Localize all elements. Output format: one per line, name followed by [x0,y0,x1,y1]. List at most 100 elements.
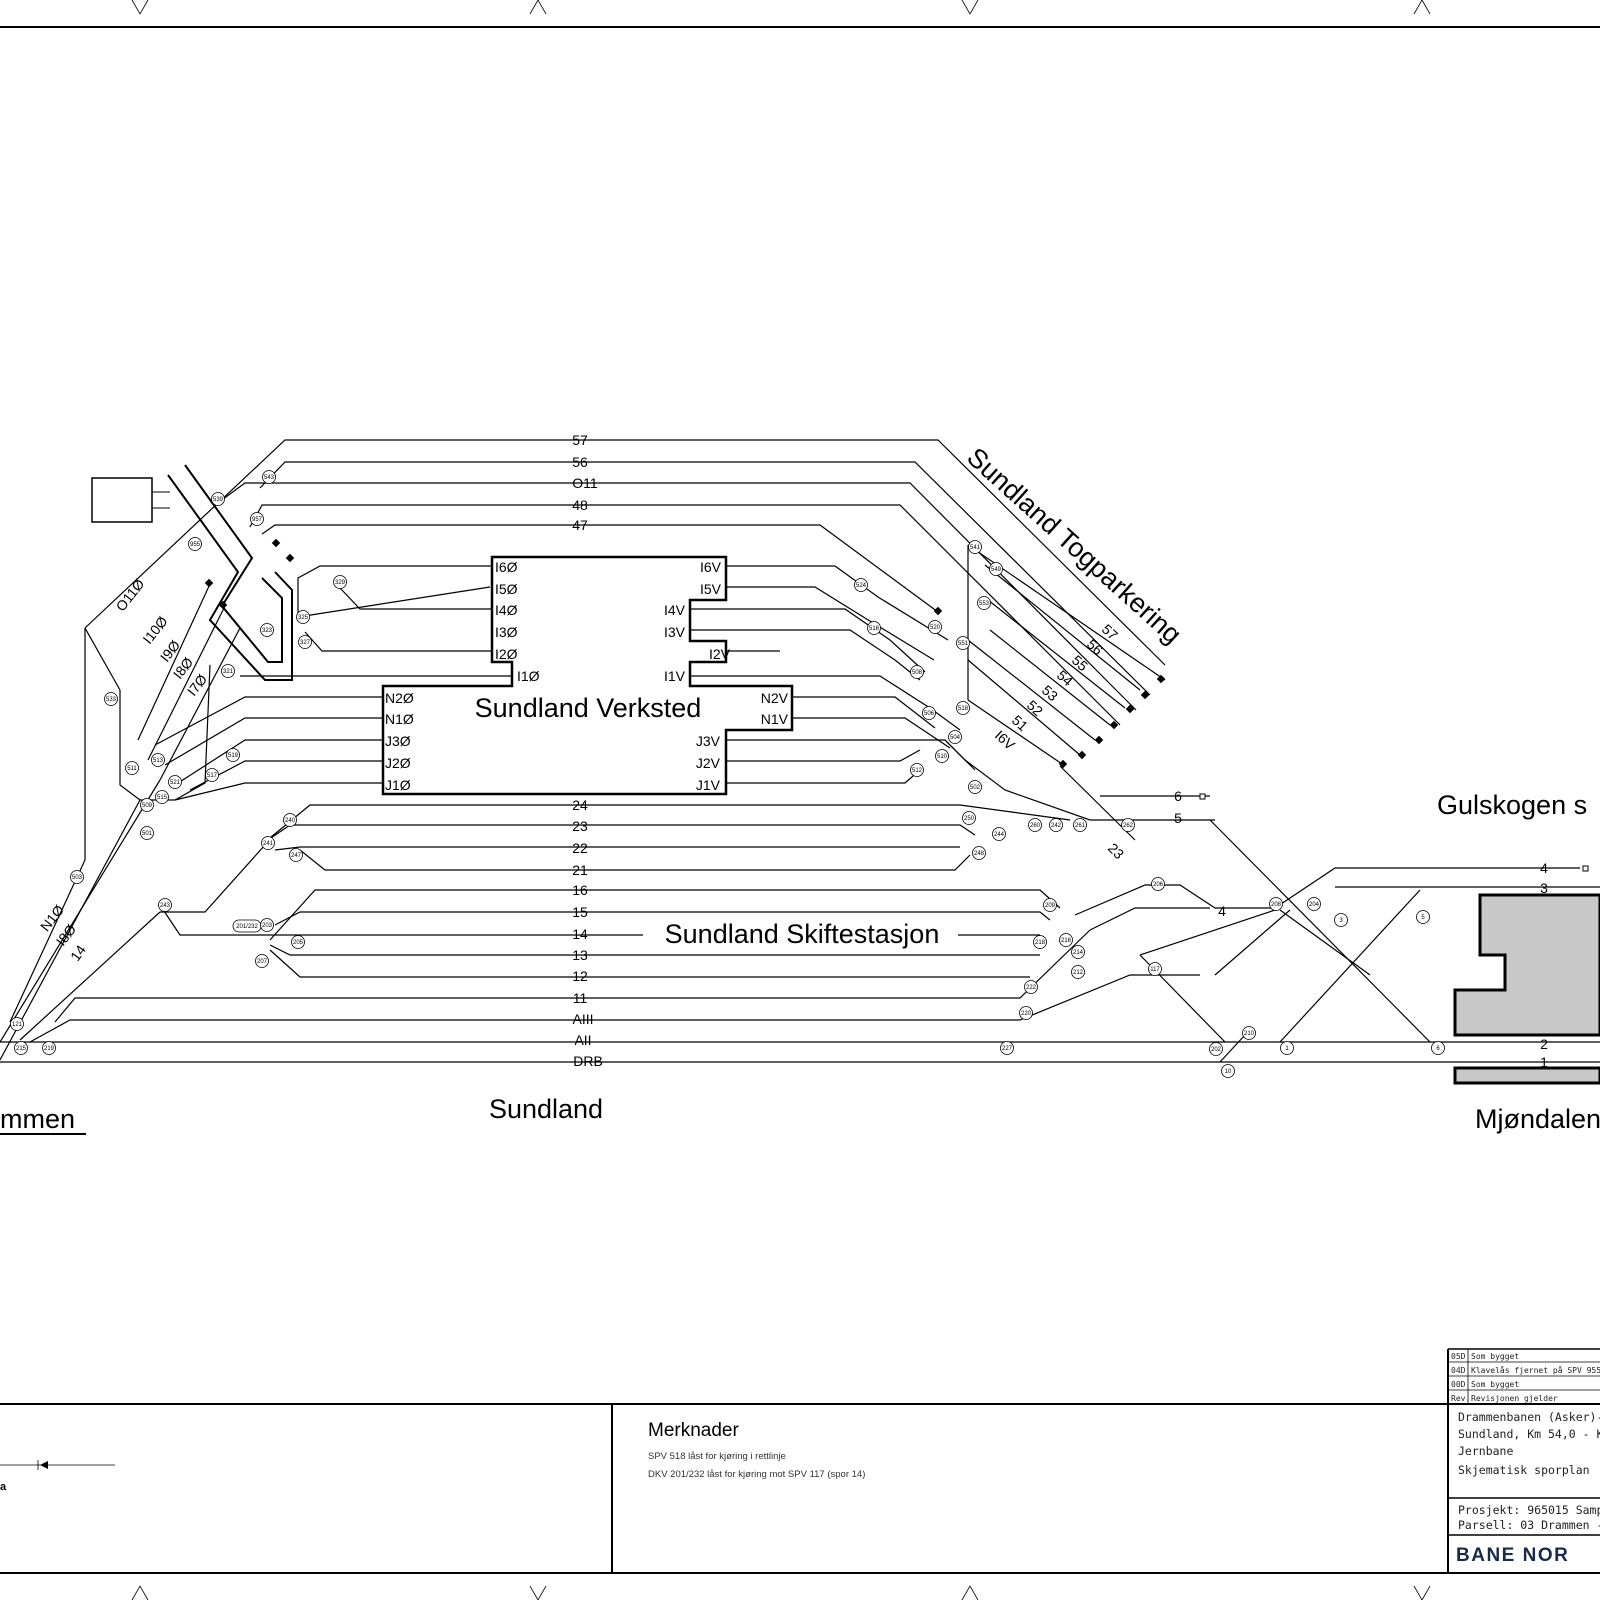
rev-3-id: 00D [1451,1380,1466,1389]
switch-label: 205 [293,940,304,946]
switch-label: 215 [16,1046,27,1052]
track-label-23-diag: 23 [1105,840,1127,862]
track-label-57: 57 [572,432,588,448]
switch-521: 521 [168,775,182,789]
switch-label: 516 [869,626,880,632]
title-block: 05D Som bygget 04D Klavelås fjernet på S… [0,1348,1600,1573]
switch-3: 3 [1334,913,1348,927]
switch-label: 220 [1021,1011,1032,1017]
switch-label: 121 [12,1022,23,1028]
switch-label: 262 [1123,823,1134,829]
switch-1: 1 [1280,1041,1294,1055]
label-p52: 52 [1024,697,1046,719]
switch-label: 524 [856,583,867,589]
switch-label: 541 [970,545,981,551]
switch-label: 3 [1339,918,1343,924]
switch-label: 260 [1030,823,1041,829]
switch-label: 214 [1073,950,1084,956]
switch-551: 551 [956,636,970,650]
switch-501: 501 [140,826,154,840]
switch-label: 204 [1309,902,1320,908]
switch-240: 240 [283,813,297,827]
label-p51: 51 [1009,712,1031,734]
switch-541: 541 [968,540,982,554]
switch-519: 519 [226,748,240,762]
tb-line4: Skjematisk sporplan [1458,1463,1590,1477]
switch-241: 241 [261,836,275,850]
track-label-14: 14 [572,926,588,942]
switch-6: 6 [1431,1041,1445,1055]
switch-label: 209 [1045,903,1056,909]
switch-513: 513 [151,753,165,767]
switch-325: 325 [296,610,310,624]
label-i6o: I6Ø [495,559,518,575]
switch-label: 5 [1421,915,1425,921]
switch-955: 955 [188,537,202,551]
switch-201-232: 201/232 [232,919,262,933]
switch-label: 501 [142,831,153,837]
switch-524: 524 [854,578,868,592]
switch-label: 502 [970,785,981,791]
switch-label: 219 [44,1046,55,1052]
switch-262: 262 [1121,818,1135,832]
switch-218: 218 [1033,935,1047,949]
verksted-track-labels: I6Ø I5Ø I4Ø I3Ø I2Ø I1Ø N2Ø N1Ø J3Ø J2Ø … [385,559,789,793]
switch-label: 518 [958,706,969,712]
switch-label: 218 [1035,940,1046,946]
rev-1-id: 05D [1451,1352,1466,1361]
switch-label: 227 [1002,1046,1013,1052]
track-label-12: 12 [572,968,588,984]
switch-label: 955 [190,542,201,548]
track-labels: 57 56 O11 48 47 24 23 22 21 16 15 14 13 … [67,432,1548,1070]
switch-label: 510 [937,754,948,760]
label-p53: 53 [1039,682,1061,704]
label-i1v: I1V [664,668,686,684]
track-label-1: 1 [1540,1054,1548,1070]
label-i2o: I2Ø [495,646,518,662]
switch-label: 206 [1153,882,1164,888]
tb-project: Prosjekt: 965015 Sampros [1458,1503,1600,1517]
switch-222: 222 [1024,980,1038,994]
label-n2o: N2Ø [385,690,414,706]
label-i2v: I2V [709,646,731,662]
track-label-48: 48 [572,497,588,513]
rev-2-id: 04D [1451,1366,1466,1375]
switch-509: 509 [140,798,154,812]
switch-label: 241 [263,841,274,847]
switch-210: 210 [1242,1026,1256,1040]
switch-242: 242 [1049,818,1063,832]
switch-label: 521 [170,780,181,786]
label-i4o: I4Ø [495,602,518,618]
track-label-13: 13 [572,947,588,963]
track-label-23: 23 [572,818,588,834]
switch-243: 243 [158,898,172,912]
switch-329: 329 [333,575,347,589]
switch-323: 323 [260,623,274,637]
switch-321: 321 [221,664,235,678]
track-label-56: 56 [572,454,588,470]
switch-label: 957 [252,517,263,523]
platform-lower [1453,1066,1600,1085]
platform-gray [1453,893,1600,1037]
verksted-building [381,555,794,796]
label-i6v-diag: I6V [992,727,1019,753]
switch-markers: 5435399579555333293253233273215115135095… [10,470,1445,1078]
switch-label: 222 [1026,985,1037,991]
road-crossing [91,464,293,681]
switch-label: 243 [160,903,171,909]
switch-533: 533 [104,692,118,706]
switch-327: 327 [298,635,312,649]
label-p54: 54 [1054,667,1076,689]
title-drammen: mmen [0,1104,75,1134]
switch-label: 517 [207,773,218,779]
track-label-6: 6 [1174,788,1182,804]
switch-202: 202 [1209,1042,1223,1056]
switch-label: 551 [958,641,969,647]
switch-label: 117 [1150,967,1160,973]
switch-label: 506 [924,711,935,717]
switch-510: 510 [935,749,949,763]
switch-label: 210 [1244,1031,1255,1037]
switch-label: 247 [291,853,302,859]
rev-header-text: Revisjonen gjelder [1471,1394,1558,1403]
